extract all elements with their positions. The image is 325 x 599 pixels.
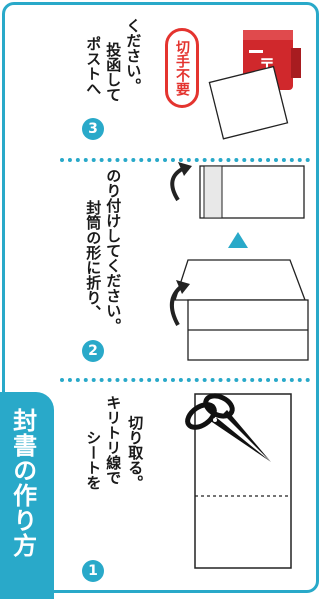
postage-free-badge: 切手不要 (165, 28, 199, 108)
step-1-number: 1 (82, 560, 104, 582)
step-divider (60, 378, 310, 382)
step-2-line1: 封筒の形に折り、 (84, 200, 101, 320)
step-3-line2: 投函して (104, 42, 121, 102)
step-1-line1: シートを (84, 430, 101, 490)
step-2-illustration (160, 160, 320, 370)
page-title: 封書の作り方 (8, 408, 36, 558)
step-3-line3: ください。 (124, 18, 141, 93)
fold-arrow-icon (172, 162, 192, 200)
step-1-line2: キリトリ線で (104, 395, 121, 485)
step-2-number: 2 (82, 340, 104, 362)
envelope-unfolded (175, 260, 308, 360)
envelope-folded (200, 166, 304, 218)
step-3-line1: ポストへ (84, 36, 101, 96)
envelope-icon (209, 67, 287, 139)
step-1-illustration (175, 388, 315, 578)
step-3-number: 3 (82, 118, 104, 140)
step-3-illustration: 〒 (205, 20, 315, 150)
step-1-line3: 切り取る。 (126, 415, 143, 490)
step-2-line2: のり付けしてください。 (104, 168, 121, 333)
triangle-arrow-icon (228, 232, 248, 248)
fold-arrow-icon (172, 280, 190, 325)
